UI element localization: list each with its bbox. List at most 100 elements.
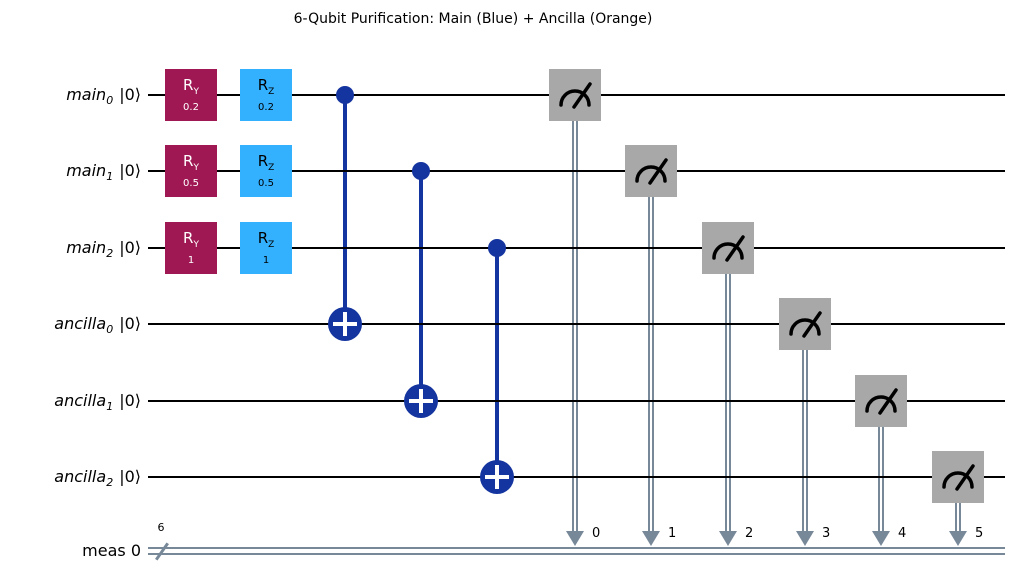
cnot-control-dot <box>412 162 430 180</box>
measure-gate-ancilla-0 <box>779 298 831 350</box>
measure-gate-ancilla-2 <box>932 451 984 503</box>
gate-label: RY <box>183 151 199 177</box>
ket-zero-label: |0⟩ <box>119 85 141 104</box>
quantum-wire-ancilla-2 <box>148 476 1005 478</box>
qubit-label-main-0: main0 |0⟩ <box>0 82 141 108</box>
measure-dial-icon <box>942 464 975 491</box>
qubit-name: ancilla <box>54 467 107 486</box>
measure-gate-ancilla-1 <box>855 375 907 427</box>
clbit-index-label: 3 <box>822 526 831 541</box>
gate-letter-subscript: Z <box>268 162 275 173</box>
gate-letter: R <box>257 151 269 170</box>
qubit-subscript: 1 <box>106 400 114 414</box>
measure-dial-icon <box>865 388 898 415</box>
gate-letter-subscript: Y <box>193 86 199 97</box>
qubit-label-ancilla-0: ancilla0 |0⟩ <box>0 311 141 337</box>
measure-dial-icon <box>559 82 592 109</box>
rz-gate-main-0: RZ 0.2 <box>240 69 292 121</box>
qubit-name: main <box>66 85 107 104</box>
classical-register-label: meas 0 <box>82 541 141 560</box>
qubit-subscript: 2 <box>106 247 114 261</box>
measure-dial-icon <box>635 158 668 185</box>
bundle-size-label: 6 <box>157 521 165 534</box>
measure-classical-line <box>955 503 961 531</box>
gate-label: RZ <box>257 75 275 101</box>
qubit-label-ancilla-1: ancilla1 |0⟩ <box>0 388 141 414</box>
measure-classical-line <box>802 350 808 531</box>
measure-dial-icon <box>712 235 745 262</box>
quantum-wire-main-2 <box>148 247 1005 249</box>
rz-gate-main-2: RZ 1 <box>240 222 292 274</box>
clbit-index-label: 0 <box>592 526 601 541</box>
cnot-control-dot <box>488 239 506 257</box>
qubit-name: ancilla <box>54 391 107 410</box>
rz-gate-main-1: RZ 0.5 <box>240 145 292 197</box>
measure-arrowhead-icon <box>566 531 584 546</box>
qubit-subscript: 1 <box>106 170 114 184</box>
quantum-wire-ancilla-0 <box>148 323 1005 325</box>
gate-letter-subscript: Z <box>268 86 275 97</box>
cnot-connector-line <box>495 248 499 477</box>
gate-parameter: 0.5 <box>183 177 199 189</box>
gate-parameter: 1 <box>187 254 195 266</box>
quantum-wire-main-1 <box>148 170 1005 172</box>
qubit-label-ancilla-2: ancilla2 |0⟩ <box>0 464 141 490</box>
classical-wire <box>148 547 1005 555</box>
plus-vertical-bar <box>343 312 347 336</box>
qubit-label-main-2: main2|0⟩ <box>0 235 141 261</box>
clbit-index-label: 2 <box>745 526 754 541</box>
clbit-index-label: 5 <box>975 526 984 541</box>
gate-letter: R <box>183 151 194 170</box>
gate-parameter: 0.2 <box>183 101 199 113</box>
gate-letter: R <box>183 75 194 94</box>
gate-letter-subscript: Y <box>193 162 199 173</box>
clbit-index-label: 4 <box>898 526 907 541</box>
gate-letter-subscript: Z <box>268 239 275 250</box>
ry-gate-main-1: RY 0.5 <box>165 145 217 197</box>
measure-classical-line <box>725 274 731 531</box>
measure-gate-main-1 <box>625 145 677 197</box>
ket-zero-label: |0⟩ <box>119 391 141 410</box>
qubit-label-main-1: main1|0⟩ <box>0 158 141 184</box>
gate-letter-subscript: Y <box>193 239 199 250</box>
cnot-target-icon <box>404 384 438 418</box>
cnot-connector-line <box>343 95 347 324</box>
clbit-index-label: 1 <box>668 526 677 541</box>
measure-classical-line <box>572 121 578 531</box>
qubit-subscript: 2 <box>106 476 114 490</box>
ket-zero-label: |0⟩ <box>119 314 141 333</box>
cnot-connector-line <box>419 171 423 401</box>
gate-letter: R <box>257 75 269 94</box>
circuit-title: 6-Qubit Purification: Main (Blue) + Anci… <box>293 11 653 27</box>
measure-arrowhead-icon <box>949 531 967 546</box>
gate-parameter: 0.2 <box>258 101 274 113</box>
gate-label: RY <box>183 228 199 254</box>
qubit-name: main <box>66 238 107 257</box>
measure-arrowhead-icon <box>719 531 737 546</box>
measure-arrowhead-icon <box>796 531 814 546</box>
qubit-name: ancilla <box>54 314 107 333</box>
cnot-target-icon <box>328 307 362 341</box>
gate-label: RZ <box>257 151 275 177</box>
measure-arrowhead-icon <box>642 531 660 546</box>
gate-parameter: 0.5 <box>258 177 274 189</box>
ry-gate-main-2: RY 1 <box>165 222 217 274</box>
ket-zero-label: |0⟩ <box>119 467 141 486</box>
gate-label: RY <box>183 75 199 101</box>
qubit-subscript: 0 <box>106 94 114 108</box>
gate-letter: R <box>183 228 194 247</box>
measure-gate-main-2 <box>702 222 754 274</box>
plus-vertical-bar <box>419 389 423 413</box>
gate-parameter: 1 <box>262 254 270 266</box>
gate-label: RZ <box>257 228 275 254</box>
ket-zero-label: |0⟩ <box>119 161 141 180</box>
measure-classical-line <box>648 197 654 531</box>
measure-arrowhead-icon <box>872 531 890 546</box>
qubit-subscript: 0 <box>106 323 114 337</box>
gate-letter: R <box>257 228 269 247</box>
cnot-control-dot <box>336 86 354 104</box>
measure-classical-line <box>878 427 884 531</box>
cnot-target-icon <box>480 460 514 494</box>
measure-gate-main-0 <box>549 69 601 121</box>
